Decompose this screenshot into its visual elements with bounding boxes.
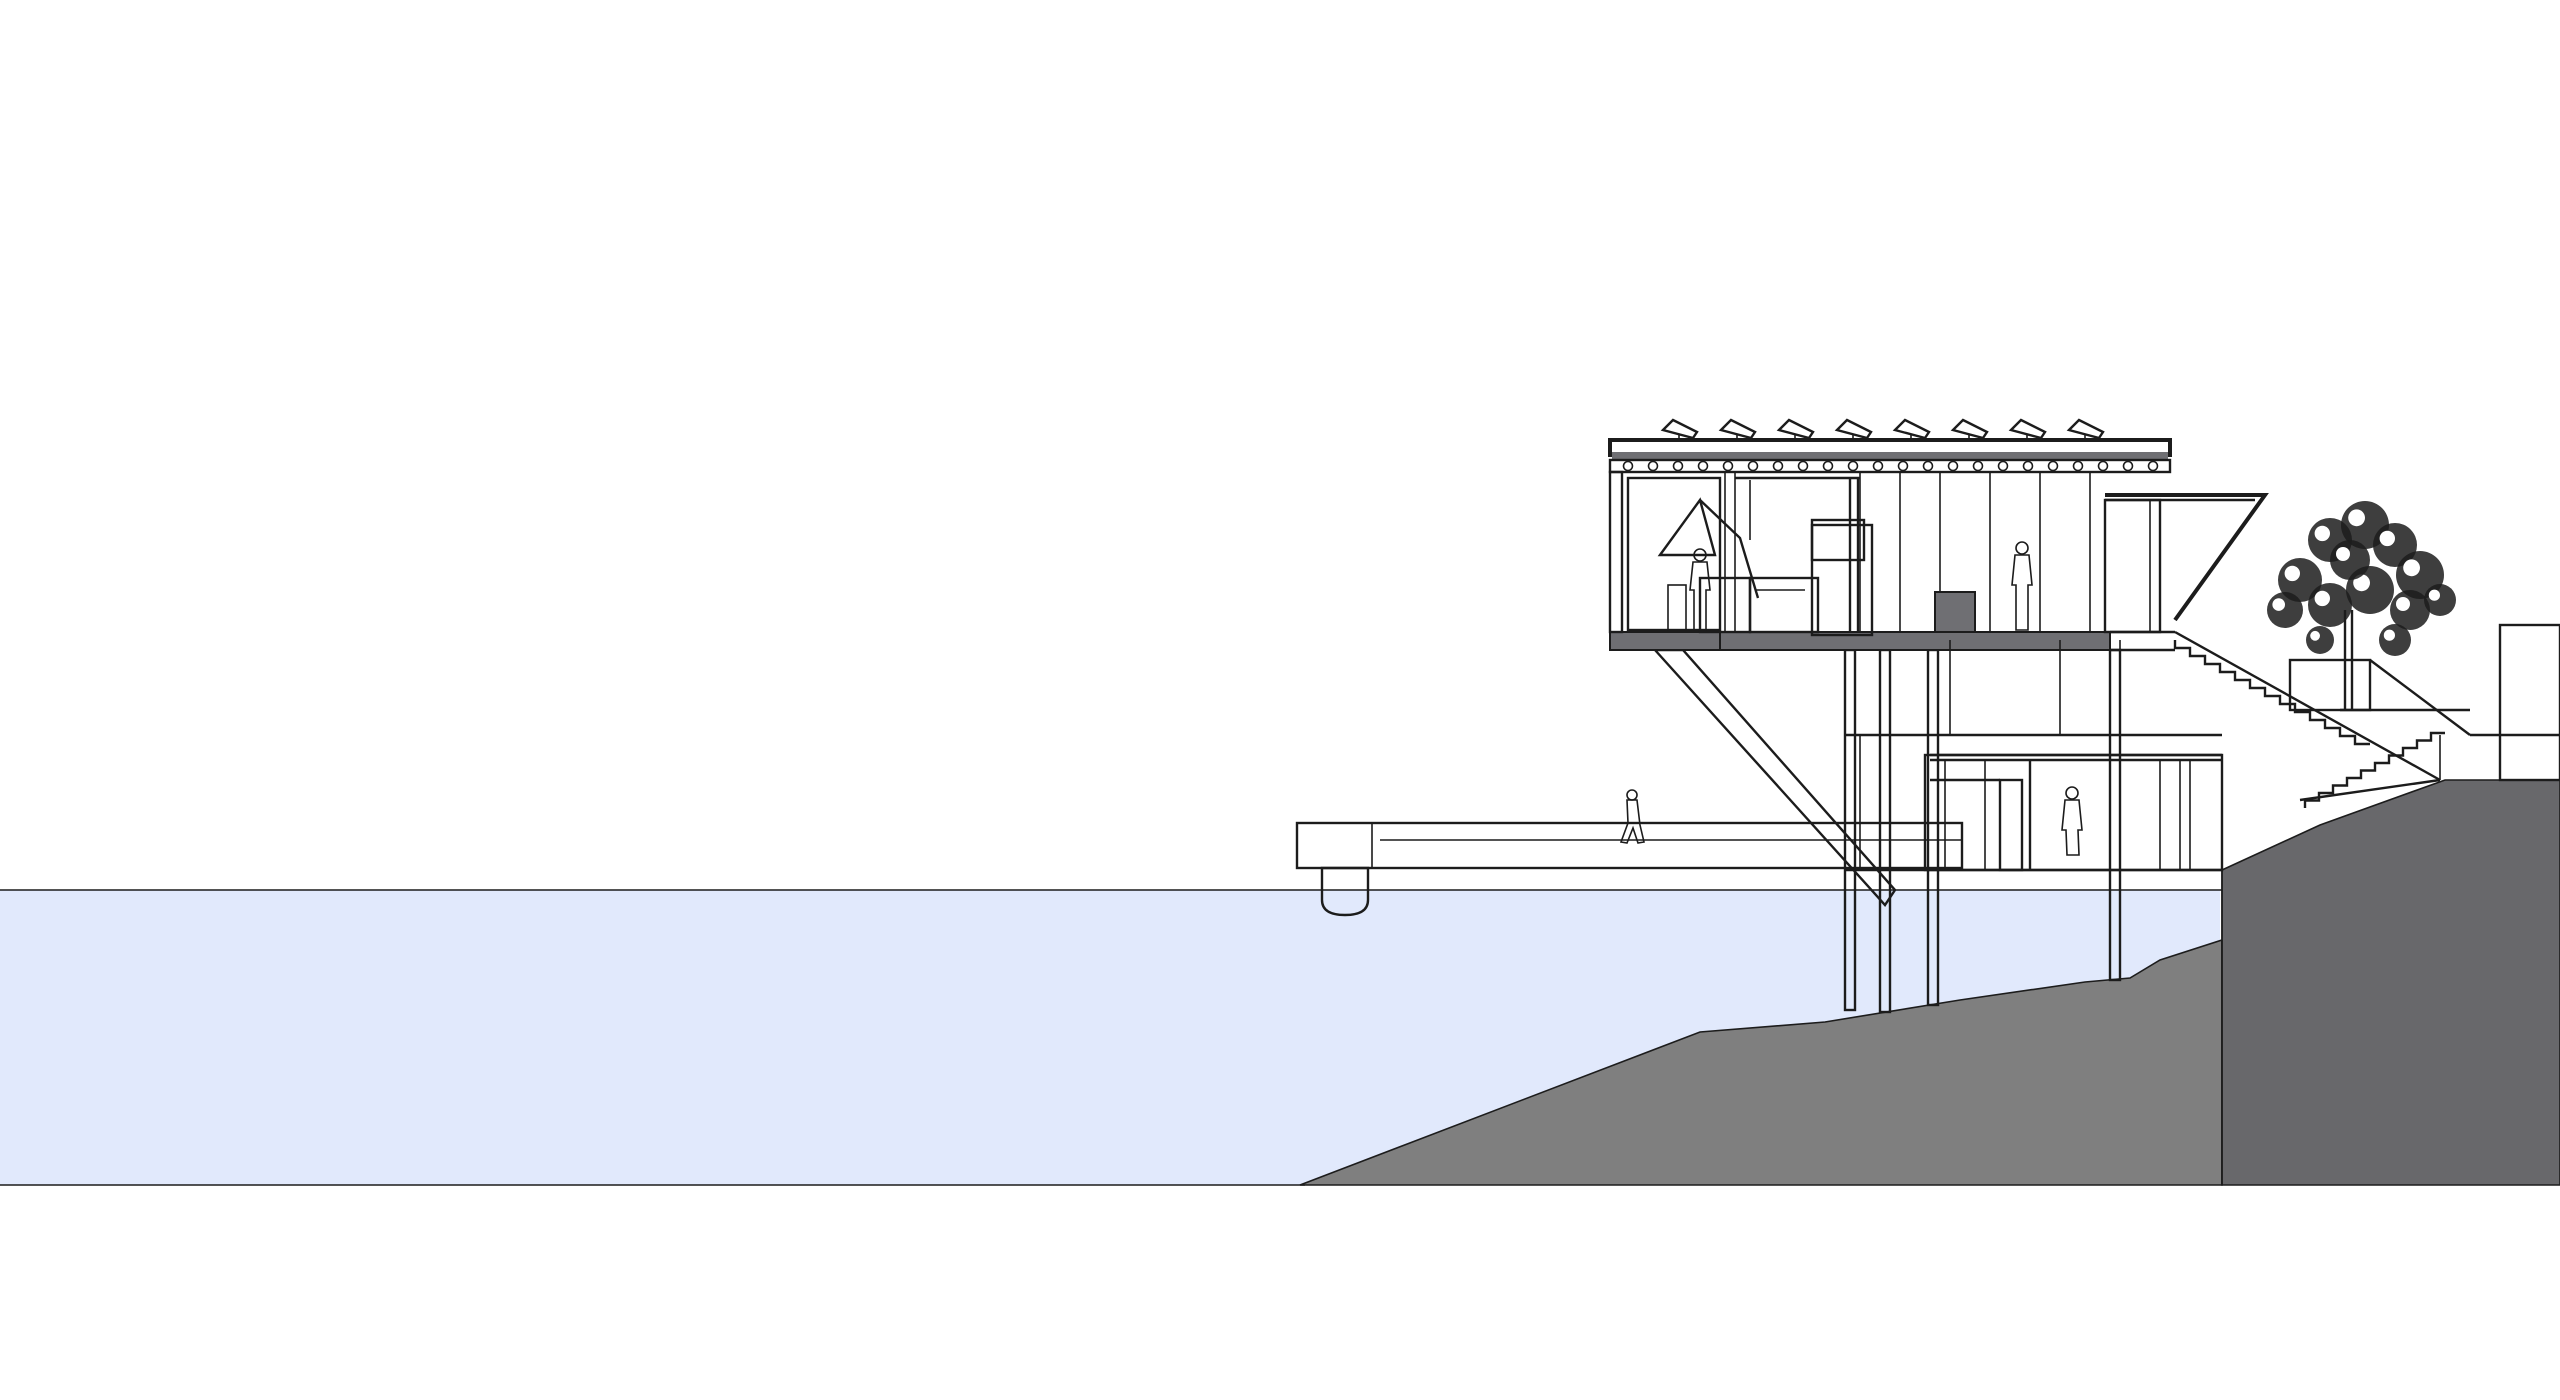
roof-truss-circle <box>2097 460 2109 472</box>
tree-foliage-gap <box>2428 589 2440 601</box>
retaining-wall <box>2221 779 2560 1186</box>
tree-foliage <box>2379 624 2411 656</box>
solar-panel <box>2066 418 2105 440</box>
person-figure <box>1689 548 1711 631</box>
solar-panel <box>1950 418 1989 440</box>
tree-foliage-gap <box>2396 597 2410 611</box>
tree-foliage <box>2308 583 2352 627</box>
roof-truss-circle <box>1647 460 1659 472</box>
tree-foliage-gap <box>2353 574 2371 592</box>
person-figure <box>1619 789 1645 844</box>
solar-panel <box>1776 418 1815 440</box>
roof-truss-circle <box>1922 460 1934 472</box>
solar-panel <box>1892 418 1931 440</box>
lower-level <box>1845 640 2224 872</box>
tree-foliage-gap <box>2403 559 2421 577</box>
roof-truss-circle <box>1772 460 1784 472</box>
roof-truss-circle <box>1697 460 1709 472</box>
tree-foliage-gap <box>2314 590 2330 607</box>
solar-panel <box>1718 418 1757 440</box>
tree-foliage-gap <box>2272 598 2285 611</box>
tree <box>2267 501 2456 712</box>
pier <box>1295 821 1964 917</box>
roof-truss-circle <box>1972 460 1984 472</box>
tree-foliage-gap <box>2336 547 2350 561</box>
tree-foliage <box>2424 584 2456 616</box>
tree-foliage <box>2267 592 2303 628</box>
roof-truss-circle <box>1847 460 1859 472</box>
tree-foliage-gap <box>2314 525 2330 542</box>
upper-pavilion <box>1608 418 2172 637</box>
people <box>1619 541 2083 856</box>
roof-truss-circle <box>2147 460 2159 472</box>
roof-truss-circle <box>1672 460 1684 472</box>
solar-panel <box>2008 418 2047 440</box>
solar-panel <box>1834 418 1873 440</box>
person-figure <box>2011 541 2033 631</box>
tree-foliage <box>2390 590 2430 630</box>
roof-truss-circle <box>1822 460 1834 472</box>
roof-truss-circle <box>1722 460 1734 472</box>
tree-foliage <box>2330 540 2370 580</box>
tree-foliage-gap <box>2284 565 2300 582</box>
tree-foliage <box>2306 626 2334 654</box>
tree-foliage-gap <box>2310 630 2321 641</box>
roof-truss-circle <box>2072 460 2084 472</box>
person-figure <box>2061 786 2083 856</box>
roof-truss-circle <box>2022 460 2034 472</box>
roof-truss-circle <box>1947 460 1959 472</box>
roof-truss-circle <box>2122 460 2134 472</box>
tree-foliage-gap <box>2379 530 2395 547</box>
roof-truss-circle <box>1997 460 2009 472</box>
roof-truss-circle <box>1872 460 1884 472</box>
tree-foliage-gap <box>2348 509 2366 527</box>
roof-truss-circle <box>1797 460 1809 472</box>
solar-panel <box>1660 418 1699 440</box>
roof-truss-circle <box>1622 460 1634 472</box>
roof-truss-circle <box>1747 460 1759 472</box>
roof-truss-circle <box>2047 460 2059 472</box>
structure <box>1609 630 2175 1014</box>
canopy <box>2103 493 2269 634</box>
stairs <box>2173 623 2560 808</box>
tree-foliage-gap <box>2383 629 2395 641</box>
roof-truss-circle <box>1897 460 1909 472</box>
